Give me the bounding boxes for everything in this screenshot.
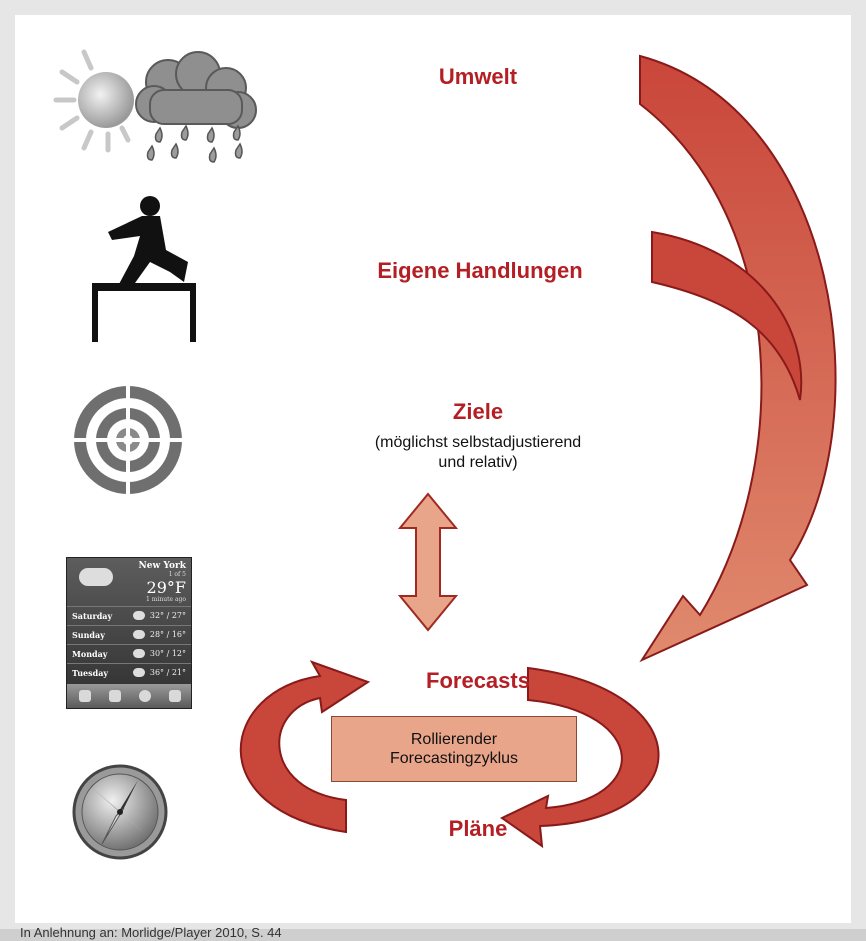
compass-icon — [72, 764, 168, 860]
cycle-box: Rollierender Forecastingzyklus — [331, 716, 577, 782]
footer-bar — [0, 929, 866, 941]
sun-cloud-rain-icon — [53, 49, 257, 163]
label-ziele-note-2: und relativ) — [438, 454, 518, 471]
weather-icon — [133, 649, 145, 658]
forecast-row: Saturday 32° / 27° — [67, 606, 191, 625]
widget-updated: 1 minute ago — [146, 596, 186, 603]
label-plaene: Pläne — [448, 816, 508, 841]
double-arrow — [397, 492, 459, 632]
weather-widget-icon: New York 1 of 5 29°F 1 minute ago Saturd… — [66, 557, 192, 709]
label-eigene-handlungen: Eigene Handlungen — [377, 258, 583, 283]
forecast-row: Monday 30° / 12° — [67, 644, 191, 663]
handlungen-arrow — [651, 230, 803, 401]
hurdler-icon — [92, 196, 196, 342]
label-ziele: Ziele — [452, 399, 504, 424]
widget-toolbar — [67, 684, 191, 708]
label-forecasts: Forecasts — [426, 668, 530, 693]
cloud-icon — [79, 568, 113, 586]
forecast-row: Tuesday 36° / 21° — [67, 663, 191, 682]
gear-icon — [109, 690, 121, 702]
source-caption: In Anlehnung an: Morlidge/Player 2010, S… — [20, 925, 282, 940]
cycle-arrow-right — [500, 666, 660, 849]
weather-icon — [133, 611, 145, 620]
umwelt-arrow — [639, 54, 837, 663]
refresh-icon — [169, 690, 181, 702]
weather-icon — [133, 668, 145, 677]
widget-city: New York — [138, 561, 186, 571]
globe-icon — [139, 690, 151, 702]
forecast-row: Sunday 28° / 16° — [67, 625, 191, 644]
cycle-box-line-1: Rollierender — [410, 731, 498, 748]
list-icon — [79, 690, 91, 702]
cycle-box-line-2: Forecastingzyklus — [389, 750, 519, 767]
label-ziele-note-1: (möglichst selbstadjustierend — [374, 434, 582, 451]
widget-page: 1 of 5 — [168, 571, 186, 578]
widget-temperature: 29°F — [146, 578, 186, 597]
label-umwelt: Umwelt — [438, 64, 518, 89]
cycle-arrow-left — [239, 660, 371, 834]
target-icon — [68, 380, 188, 500]
weather-icon — [133, 630, 145, 639]
